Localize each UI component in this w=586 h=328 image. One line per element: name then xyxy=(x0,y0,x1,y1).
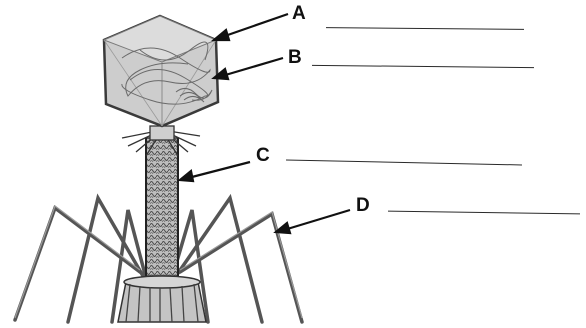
base-plate xyxy=(118,276,206,322)
arrow-d-head xyxy=(276,223,290,233)
arrow-a xyxy=(222,14,288,37)
label-c: C xyxy=(256,146,270,165)
arrow-a-head xyxy=(214,30,229,40)
arrow-c xyxy=(188,162,250,178)
arrow-b xyxy=(222,58,283,76)
tail-sheath xyxy=(146,138,178,276)
arrow-d xyxy=(284,210,350,230)
label-a: A xyxy=(292,4,306,23)
capsid-head xyxy=(104,16,218,126)
arrow-c-head xyxy=(180,171,193,181)
label-b: B xyxy=(288,48,302,67)
label-d: D xyxy=(356,196,370,215)
